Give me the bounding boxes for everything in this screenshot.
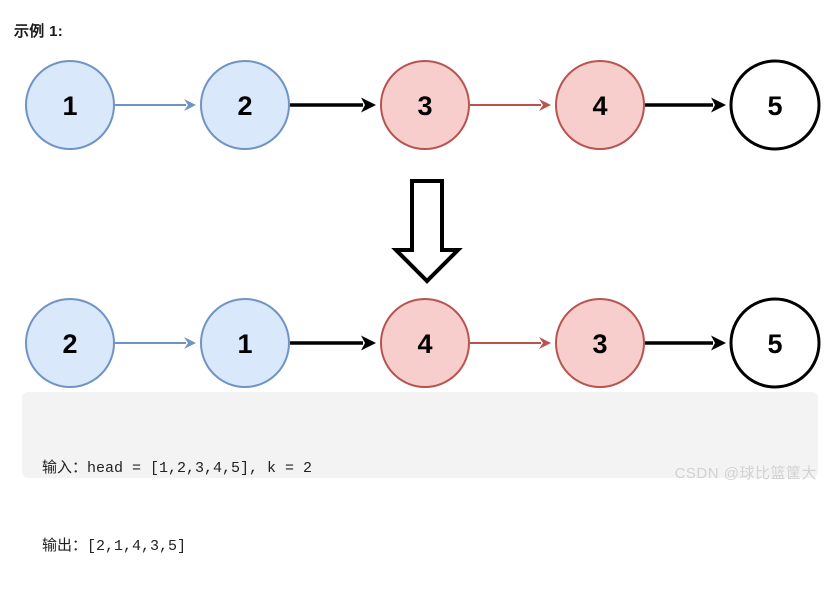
node-circle bbox=[380, 298, 470, 388]
arrow-head-2-to-3 bbox=[361, 97, 376, 113]
node-value: 1 bbox=[237, 329, 252, 359]
node-circle bbox=[25, 298, 115, 388]
arrow-head-1-to-2 bbox=[184, 99, 196, 111]
after-list: 2 1 4 3 5 bbox=[25, 297, 821, 389]
node-value: 2 bbox=[62, 329, 77, 359]
node-value: 4 bbox=[417, 329, 432, 359]
list-node-2-before-list[interactable]: 2 bbox=[200, 60, 290, 150]
node-circle bbox=[200, 60, 290, 150]
node-circle bbox=[729, 297, 821, 389]
node-circle bbox=[380, 60, 470, 150]
caption-text: 输入：head = [1,2,3,4,5], k = 2 输出：[2,1,4,3… bbox=[42, 404, 312, 612]
before-list: 1 2 3 4 5 bbox=[25, 59, 821, 151]
arrow-head-3-to-5 bbox=[711, 335, 726, 351]
node-circle bbox=[25, 60, 115, 150]
node-circle bbox=[555, 60, 645, 150]
node-value: 2 bbox=[237, 91, 252, 121]
linked-list-diagram: 1 2 3 4 5 2 1 4 3 5 bbox=[25, 59, 821, 389]
transform-down-arrow bbox=[391, 179, 463, 284]
arrow-head-1-to-4 bbox=[361, 335, 376, 351]
list-node-5-before-list[interactable]: 5 bbox=[729, 59, 821, 151]
arrow-head-4-to-3 bbox=[539, 337, 551, 349]
caption-input-line: 输入：head = [1,2,3,4,5], k = 2 bbox=[42, 460, 313, 477]
caption-panel bbox=[22, 392, 818, 478]
list-node-3-after-list[interactable]: 3 bbox=[555, 298, 645, 388]
arrow-head-3-to-4 bbox=[539, 99, 551, 111]
list-node-2-after-list[interactable]: 2 bbox=[25, 298, 115, 388]
node-circle bbox=[555, 298, 645, 388]
list-node-1-before-list[interactable]: 1 bbox=[25, 60, 115, 150]
node-circle bbox=[200, 298, 290, 388]
node-value: 5 bbox=[767, 91, 782, 121]
list-node-4-before-list[interactable]: 4 bbox=[555, 60, 645, 150]
list-node-1-after-list[interactable]: 1 bbox=[200, 298, 290, 388]
down-block-arrow-shape bbox=[391, 179, 463, 284]
node-value: 1 bbox=[62, 91, 77, 121]
node-value: 5 bbox=[767, 329, 782, 359]
list-node-5-after-list[interactable]: 5 bbox=[729, 297, 821, 389]
node-value: 3 bbox=[592, 329, 607, 359]
node-value: 3 bbox=[417, 91, 432, 121]
caption-output-line: 输出：[2,1,4,3,5] bbox=[42, 538, 187, 555]
list-node-3-before-list[interactable]: 3 bbox=[380, 60, 470, 150]
watermark: CSDN @球比篮筐大 bbox=[674, 465, 817, 482]
page-title: 示例 1: bbox=[14, 23, 64, 40]
arrow-head-4-to-5 bbox=[711, 97, 726, 113]
diagram-canvas: 示例 1: 1 2 3 4 5 2 1 4 3 5 输入：head = [1,2,3,4,5], … bbox=[14, 23, 821, 555]
arrow-head-2-to-1 bbox=[184, 337, 196, 349]
node-circle bbox=[729, 59, 821, 151]
node-value: 4 bbox=[592, 91, 607, 121]
list-node-4-after-list[interactable]: 4 bbox=[380, 298, 470, 388]
